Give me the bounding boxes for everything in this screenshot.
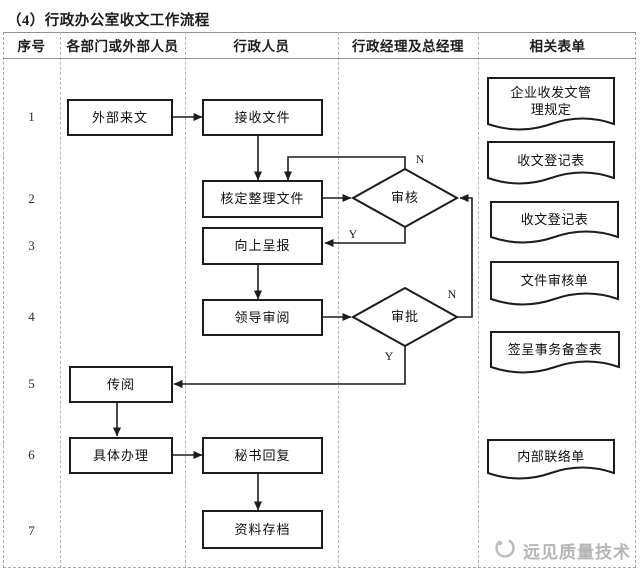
- arrow-approve-no-to-review: [457, 194, 473, 318]
- box-circulate: [69, 366, 173, 403]
- arrow-review-no-feedback: [284, 156, 406, 181]
- column-header-admin: 行政人员: [233, 39, 290, 54]
- diamond-approve: [350, 286, 460, 348]
- column-header-seq: 序号: [17, 39, 46, 54]
- page-title: （4）行政办公室收文工作流程: [7, 13, 210, 29]
- branch-review-yes: Y: [348, 227, 358, 241]
- header-underline: [3, 58, 636, 59]
- label-circulate: 传阅: [106, 376, 135, 392]
- row-number-6: 6: [28, 447, 35, 462]
- box-external-doc: [67, 99, 173, 136]
- box-archive: [202, 510, 323, 549]
- box-leader: [202, 299, 323, 336]
- doc-shape-2: [487, 141, 615, 185]
- watermark-logo-icon: [495, 538, 515, 558]
- column-separator: [478, 32, 479, 568]
- row-number-1: 1: [28, 109, 35, 124]
- label-archive: 资料存档: [234, 521, 291, 537]
- form-label-6: 内部联络单: [517, 449, 585, 464]
- doc-shape-6: [487, 439, 615, 480]
- form-label-1: 企业收发文管理规定: [510, 85, 592, 117]
- row-number-7: 7: [28, 523, 35, 538]
- label-handle: 具体办理: [92, 447, 149, 463]
- box-receive: [202, 99, 323, 136]
- label-decision-review: 审核: [390, 190, 419, 205]
- column-separator: [338, 32, 339, 568]
- row-number-3: 3: [28, 238, 35, 253]
- row-number-2: 2: [28, 191, 35, 206]
- watermark: 远见质量技术: [523, 543, 631, 562]
- table-outline: [3, 32, 636, 568]
- row-number-4: 4: [28, 309, 35, 324]
- diamond-review: [350, 167, 460, 229]
- label-report: 向上呈报: [234, 238, 291, 253]
- doc-shape-5: [490, 331, 620, 374]
- form-shapes: [487, 77, 620, 480]
- label-leader: 领导审阅: [234, 309, 291, 325]
- label-secretary: 秘书回复: [234, 447, 291, 463]
- branch-approve-no: N: [447, 287, 457, 301]
- label-receive: 接收文件: [234, 109, 291, 125]
- column-separator: [185, 32, 186, 568]
- branch-review-no: N: [415, 152, 425, 166]
- box-handle: [69, 437, 173, 474]
- label-decision-approve: 审批: [390, 309, 419, 324]
- label-external-doc: 外部来文: [91, 109, 148, 125]
- branch-approve-yes: Y: [384, 349, 394, 363]
- column-separator: [60, 32, 61, 568]
- doc-shape-4: [490, 261, 619, 306]
- arrow-approve-yes-to-circulate: [173, 346, 406, 388]
- form-label-3: 收文登记表: [520, 212, 589, 227]
- form-label-5: 签呈事务备查表: [507, 342, 603, 357]
- form-label-4: 文件审核单: [520, 273, 589, 288]
- form-label-2: 收文登记表: [517, 152, 585, 168]
- arrow-review-yes-to-report: [324, 227, 406, 247]
- box-secretary: [202, 437, 323, 474]
- box-report: [202, 227, 323, 265]
- column-header-department: 各部门或外部人员: [66, 39, 179, 54]
- flow-boxes: [67, 99, 460, 549]
- row-number-5: 5: [28, 376, 35, 391]
- label-verify: 核定整理文件: [220, 191, 305, 206]
- doc-shape-1: [487, 77, 615, 131]
- column-header-forms: 相关表单: [529, 39, 586, 54]
- column-header-manager: 行政经理及总经理: [352, 39, 464, 54]
- flow-connectors: [113, 113, 473, 511]
- doc-shape-3: [490, 201, 619, 244]
- box-verify: [202, 180, 323, 218]
